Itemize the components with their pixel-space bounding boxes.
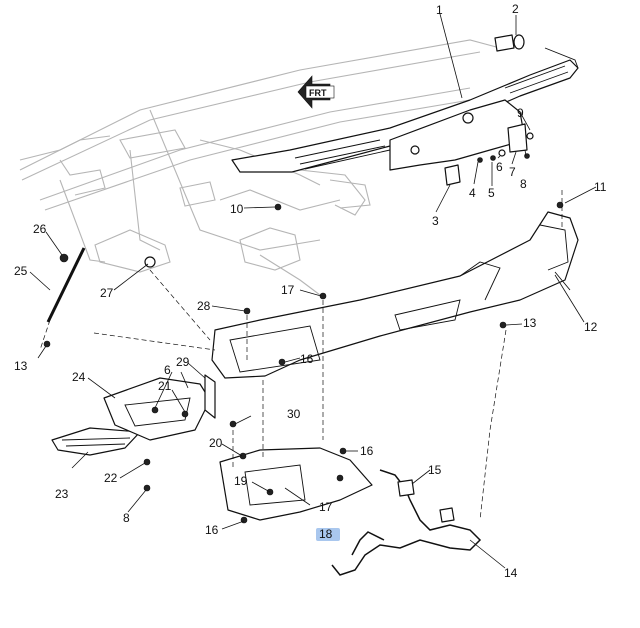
callout-3: 3 [432, 214, 439, 228]
lower-fasteners [143, 201, 564, 492]
callout-30: 30 [287, 407, 301, 421]
callout-1: 1 [436, 3, 443, 17]
callout-12: 12 [584, 320, 598, 334]
reference-dashed-lines [39, 190, 563, 521]
callout-6-lower: 6 [164, 363, 171, 377]
callout-20: 20 [209, 436, 223, 450]
front-direction-marker: FRT [297, 75, 335, 109]
corner-step-pad [51, 427, 141, 456]
front-direction-label: FRT [309, 88, 327, 98]
callout-11: 11 [594, 180, 607, 194]
callout-16-upper: 16 [300, 352, 314, 366]
rear-bumper-assembly [211, 211, 579, 379]
callout-15: 15 [428, 463, 442, 477]
callout-14: 14 [504, 566, 518, 580]
callout-28: 28 [197, 299, 211, 313]
callout-6: 6 [496, 160, 503, 174]
wiring-harness [331, 469, 482, 576]
callout-17-lower: 17 [319, 500, 333, 514]
callout-19: 19 [234, 474, 248, 488]
callout-16-middle: 16 [360, 444, 374, 458]
callout-9: 9 [517, 106, 524, 120]
callout-16-lower: 16 [205, 523, 219, 537]
callout-22: 22 [104, 471, 118, 485]
callout-leader-lines [29, 13, 597, 569]
callout-29: 29 [176, 355, 190, 369]
callout-2: 2 [512, 2, 519, 16]
bumper-support-bracket [219, 447, 373, 524]
callout-13-right: 13 [523, 316, 537, 330]
callout-labels: 1 2 3 4 5 6 6 7 8 8 9 10 11 12 13 13 14 … [14, 2, 607, 580]
callout-23: 23 [55, 487, 69, 501]
callout-26: 26 [33, 222, 47, 236]
upper-step-pad [231, 47, 579, 173]
callout-13-left: 13 [14, 359, 28, 373]
callout-10: 10 [230, 202, 244, 216]
callout-7: 7 [509, 165, 516, 179]
callout-17-upper: 17 [281, 283, 295, 297]
callout-18: 18 [319, 527, 333, 541]
vehicle-frame-outline [19, 39, 501, 296]
callout-8-lower: 8 [123, 511, 130, 525]
highlight-box [316, 528, 340, 541]
callout-27: 27 [100, 286, 114, 300]
upper-fasteners [444, 34, 534, 186]
step-support-bracket [389, 99, 526, 171]
callout-24: 24 [72, 370, 86, 384]
callout-21: 21 [158, 379, 172, 393]
callout-5: 5 [488, 186, 495, 200]
callout-8: 8 [520, 177, 527, 191]
callout-25: 25 [14, 264, 28, 278]
tow-bar-assembly [43, 247, 156, 348]
callout-4: 4 [469, 186, 476, 200]
corner-step-housing [103, 377, 211, 441]
